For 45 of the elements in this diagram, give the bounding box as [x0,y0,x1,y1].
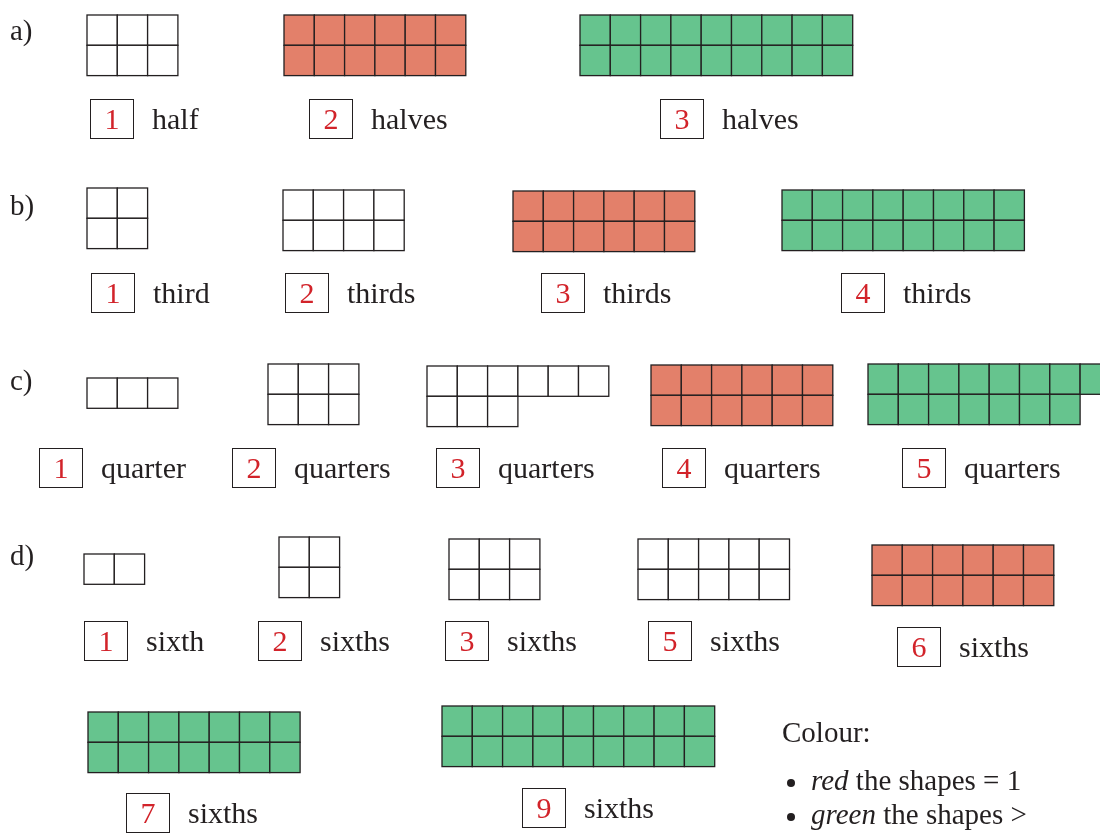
fraction-word: thirds [347,278,416,308]
number-box: 3 [436,448,480,488]
instruction-heading: Colour: [782,718,871,747]
instruction-bullet: red the shapes = 1 [811,766,1022,795]
number-box: 2 [258,621,302,661]
part-label: d) [10,541,35,570]
fraction-word: sixths [959,632,1030,662]
number-box: 5 [902,448,946,488]
fraction-word: halves [722,104,799,134]
number-box: 7 [126,793,170,833]
part-label: c) [10,366,33,395]
number-box: 3 [541,273,585,313]
fraction-word: thirds [903,278,972,308]
fraction-word: sixths [507,626,578,656]
fraction-word: quarters [498,453,595,483]
part-label: a) [10,16,33,45]
instruction-bullet: green the shapes > [811,800,1027,829]
fraction-word: quarter [101,453,186,483]
number-box: 4 [662,448,706,488]
number-box: 5 [648,621,692,661]
fraction-word: third [153,278,210,308]
fraction-word: sixths [320,626,391,656]
number-box: 3 [445,621,489,661]
fraction-word: sixths [710,626,781,656]
fraction-word: halves [371,104,448,134]
number-box: 3 [660,99,704,139]
number-box: 1 [39,448,83,488]
fraction-word: sixths [188,798,259,828]
number-box: 6 [897,627,941,667]
number-box: 4 [841,273,885,313]
fraction-word: quarters [724,453,821,483]
number-box: 9 [522,788,566,828]
fraction-word: sixth [146,626,205,656]
fraction-word: sixths [584,793,655,823]
number-box: 2 [232,448,276,488]
fraction-word: quarters [294,453,391,483]
fraction-word: quarters [964,453,1061,483]
number-box: 1 [91,273,135,313]
fraction-word: half [152,104,199,134]
number-box: 2 [285,273,329,313]
part-label: b) [10,191,35,220]
number-box: 1 [90,99,134,139]
fraction-word: thirds [603,278,672,308]
number-box: 2 [309,99,353,139]
number-box: 1 [84,621,128,661]
